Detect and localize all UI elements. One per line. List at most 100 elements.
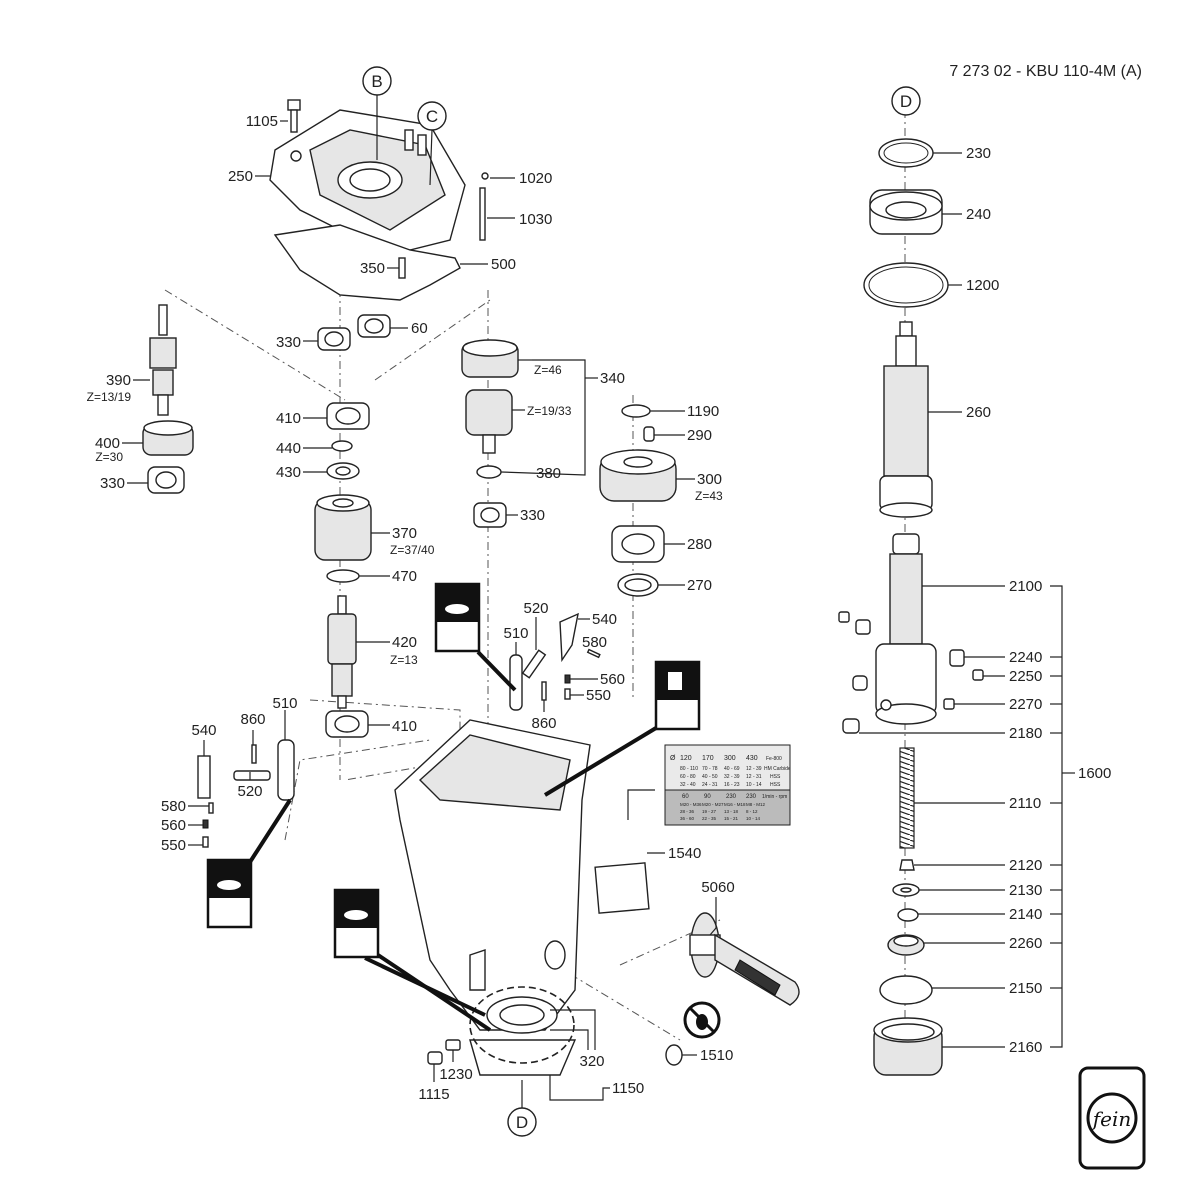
pin-520-mid [521,649,547,679]
label-2120: 2120 [1009,857,1042,874]
label-1200: 1200 [966,277,999,294]
bearing-330-left [147,466,185,494]
lubricant-icon-4 [654,660,701,731]
lubricant-leader-4 [543,726,658,797]
svg-text:10 - 14: 10 - 14 [746,816,761,821]
label-400: 400 [95,435,120,452]
label-430: 430 [276,464,301,481]
grease-leader-1 [476,650,517,692]
bearing-60 [357,314,391,338]
svg-text:28 - 36: 28 - 36 [680,809,695,814]
label-330-top: 330 [276,334,301,351]
label-1115: 1115 [418,1086,449,1103]
svg-text:fein: fein [1091,1107,1132,1131]
bolt-510-mid [509,654,523,711]
label-2240: 2240 [1009,649,1042,666]
label-540-mid: 540 [592,611,617,628]
part-labels: 1105 250 1020 1030 350 500 330 60 390 Z=… [87,113,1112,1103]
label-300-teeth: Z=43 [695,489,723,503]
key-2240-left [855,619,871,635]
svg-text:19 - 27: 19 - 27 [702,809,717,814]
screw-2270-left [838,611,850,623]
svg-text:M20 - M27: M20 - M27 [702,802,724,807]
washer-2130 [892,883,920,897]
label-290: 290 [687,427,712,444]
svg-text:Ø: Ø [670,755,676,762]
svg-text:15 - 21: 15 - 21 [724,816,739,821]
part-2180-upper [852,675,868,691]
ring-2140 [897,908,919,922]
svg-text:16 - 23: 16 - 23 [724,782,740,788]
pin-860-mid [541,681,547,701]
svg-text:8 - 12: 8 - 12 [746,809,758,814]
lever-540-mid [559,612,579,663]
svg-text:40 - 69: 40 - 69 [724,766,740,772]
screw-2270 [943,698,955,710]
tool-holder-2100 [875,533,937,725]
label-470: 470 [392,568,417,585]
label-280: 280 [687,536,712,553]
label-2250: 2250 [1009,668,1042,685]
grease-icon-3 [333,888,380,959]
o-ring-1510 [665,1044,683,1066]
label-1020: 1020 [519,170,552,187]
label-510-left: 510 [272,695,297,712]
label-5060: 5060 [701,879,734,896]
svg-text:24 - 31: 24 - 31 [702,782,718,788]
armature-420 [327,595,357,709]
part-550-mid [564,688,571,700]
svg-text:32 - 40: 32 - 40 [680,782,696,788]
svg-text:230: 230 [726,794,737,800]
grease-leader-2 [248,798,292,864]
ring-380 [476,465,502,479]
label-340: 340 [600,370,625,387]
svg-text:300: 300 [724,755,736,762]
gear-housing-250 [269,109,466,256]
label-1190: 1190 [687,403,719,420]
grease-icon-1 [434,582,481,653]
svg-text:M16 - M18: M16 - M18 [724,802,746,807]
label-2270: 2270 [1009,696,1042,713]
svg-text:170: 170 [702,755,714,762]
view-marker-d-top: D [891,86,921,116]
label-370-teeth: Z=37/40 [390,543,435,557]
label-2140: 2140 [1009,906,1042,923]
sleeve-2160 [873,1017,943,1076]
gear-300 [599,449,677,502]
label-550-mid: 550 [586,687,611,704]
grease-leader-3b [376,953,492,1032]
label-1150: 1150 [612,1080,644,1097]
svg-text:C: C [426,107,438,126]
label-2110: 2110 [1009,795,1041,812]
main-housing [394,719,591,1076]
diagram-title: 7 273 02 - KBU 110-4M (A) [949,63,1142,80]
svg-text:HSS: HSS [770,774,781,780]
label-400-teeth: Z=30 [95,450,123,464]
svg-text:430: 430 [746,755,758,762]
label-520-left: 520 [237,783,262,800]
label-250: 250 [228,168,253,185]
label-580-mid: 580 [582,634,607,651]
label-330-mid: 330 [520,507,545,524]
label-1540 [594,862,650,914]
svg-text:D: D [516,1113,528,1132]
svg-text:M8 - M12: M8 - M12 [746,802,766,807]
svg-text:1/min - rpm: 1/min - rpm [762,794,787,800]
label-390-teeth: Z=13/19 [87,390,132,404]
ring-440 [331,440,353,452]
svg-text:70 - 78: 70 - 78 [702,766,718,772]
view-marker-b: B [362,66,392,160]
svg-text:HSS: HSS [770,782,781,788]
part-560-mid [564,674,571,684]
svg-text:40 - 50: 40 - 50 [702,774,718,780]
svg-text:36 - 60: 36 - 60 [680,816,695,821]
spring-580-left [208,802,214,814]
label-440: 440 [276,440,301,457]
gasket-500 [273,224,461,301]
label-510-mid: 510 [503,625,528,642]
label-1540-leader [627,789,655,820]
ring-1190 [621,404,651,418]
pin-520-left [233,770,271,781]
